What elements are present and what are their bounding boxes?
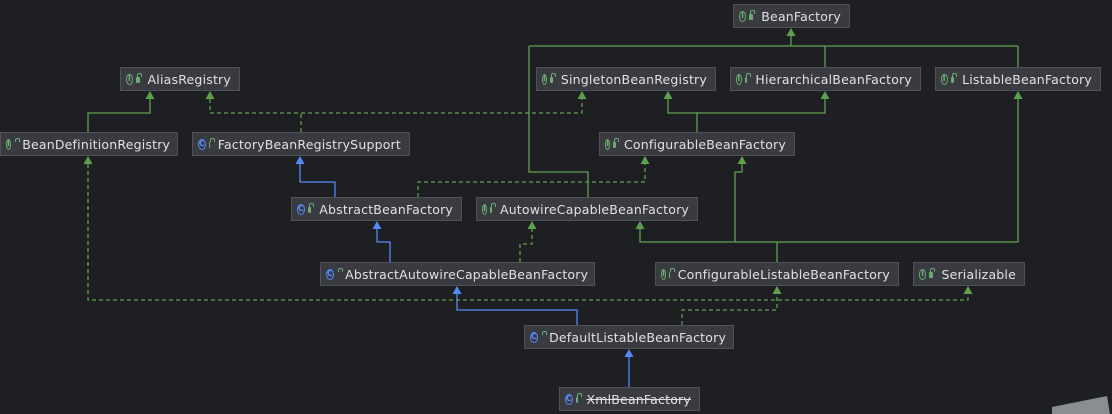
node-label: ListableBeanFactory: [962, 71, 1092, 87]
edge-abf-to-cbf: [417, 164, 646, 197]
arrowhead-singleton-bean-registry-dashed: [577, 91, 587, 99]
edge-dlbf-to-clbf: [681, 294, 778, 325]
arrowhead-default-listable: [624, 349, 634, 357]
arrowhead-listable-bean-factory: [1013, 91, 1023, 99]
node-label: ConfigurableListableBeanFactory: [677, 266, 890, 282]
node-label: BeanFactory: [761, 8, 841, 24]
interface-icon: I: [941, 73, 948, 85]
node-abstract-bean-factory[interactable]: C AbstractBeanFactory: [291, 197, 462, 221]
node-alias-registry[interactable]: I AliasRegistry: [120, 67, 240, 91]
lock-icon: [135, 73, 142, 83]
interface-icon: I: [126, 73, 133, 85]
class-icon: C: [565, 393, 574, 405]
arrowhead-bean-definition-registry: [83, 156, 93, 164]
node-label: HierarchicalBeanFactory: [755, 71, 912, 87]
abstract-class-icon: C: [326, 268, 335, 280]
arrowhead-alias-registry-solid: [145, 91, 155, 99]
arrowhead-hierarchical-bean-factory: [820, 91, 830, 99]
node-label: AbstractBeanFactory: [319, 201, 453, 217]
node-label: SingletonBeanRegistry: [560, 71, 707, 87]
edge-dlbf-to-bdr-and-serializable: [87, 164, 969, 301]
node-factory-bean-registry-support[interactable]: C FactoryBeanRegistrySupport: [192, 132, 410, 156]
interface-icon: I: [919, 268, 927, 280]
edge-autowire-to-bean-factory: [528, 46, 589, 197]
edge-dlbf-to-aacbf: [456, 294, 578, 325]
node-label: AutowireCapableBeanFactory: [499, 201, 689, 217]
edge-cbf-to-singleton-and-hierarchical: [667, 99, 826, 114]
node-hierarchical-bean-factory[interactable]: I HierarchicalBeanFactory: [730, 67, 921, 91]
node-label: AbstractAutowireCapableBeanFactory: [345, 266, 589, 282]
node-autowire-capable-bean-factory[interactable]: I AutowireCapableBeanFactory: [476, 197, 698, 221]
arrowhead-configurable-bean-factory-solid: [737, 156, 747, 164]
lock-icon: [209, 138, 213, 148]
lock-icon: [669, 268, 673, 278]
interface-icon: I: [739, 10, 747, 22]
edge-fbrs-to-alias-and-singleton: [209, 99, 583, 114]
arrowhead-autowire-solid: [635, 221, 645, 229]
arrowhead-autowire-dashed: [527, 221, 537, 229]
interface-icon: I: [605, 138, 611, 150]
lock-icon: [950, 73, 956, 83]
node-label: XmlBeanFactory: [586, 391, 691, 407]
edge-bean-definition-registry-to-alias: [87, 99, 151, 132]
lock-icon: [613, 138, 619, 148]
node-configurable-listable-bean-factory[interactable]: I ConfigurableListableBeanFactory: [655, 262, 899, 286]
node-label: DefaultListableBeanFactory: [549, 329, 727, 345]
node-label: FactoryBeanRegistrySupport: [217, 136, 401, 152]
node-listable-bean-factory[interactable]: I ListableBeanFactory: [935, 67, 1101, 91]
node-bean-definition-registry[interactable]: I BeanDefinitionRegistry: [0, 132, 178, 156]
edge-aacbf-to-abf: [376, 229, 391, 262]
arrowhead-abstract-autowire: [452, 286, 462, 294]
abstract-class-icon: C: [297, 203, 306, 215]
interface-icon: I: [736, 73, 742, 85]
node-label: Serializable: [941, 266, 1016, 282]
pointer-cursor-icon: [1052, 396, 1110, 414]
node-label: ConfigurableBeanFactory: [623, 136, 786, 152]
arrowhead-alias-registry-dashed: [205, 91, 215, 99]
edge-clbf-to-cbf: [734, 164, 743, 242]
lock-icon: [550, 73, 556, 83]
lock-icon: [576, 393, 584, 403]
edge-clbf-to-autowire-and-listable: [639, 99, 1019, 243]
abstract-class-icon: C: [198, 138, 207, 150]
arrowhead-configurable-listable: [772, 286, 782, 294]
arrowhead-bean-factory: [786, 28, 796, 36]
interface-icon: I: [542, 73, 548, 85]
interface-icon: I: [6, 138, 12, 150]
lock-icon: [744, 73, 751, 83]
node-bean-factory[interactable]: I BeanFactory: [733, 4, 850, 28]
node-xml-bean-factory[interactable]: C XmlBeanFactory: [559, 387, 700, 411]
node-serializable[interactable]: I Serializable: [913, 262, 1025, 286]
lock-icon: [929, 268, 936, 278]
lock-icon: [749, 10, 756, 20]
node-configurable-bean-factory[interactable]: I ConfigurableBeanFactory: [599, 132, 795, 156]
node-abstract-autowire-capable-bean-factory[interactable]: C AbstractAutowireCapableBeanFactory: [320, 262, 595, 286]
arrowhead-factory-bean-registry-support: [295, 156, 305, 164]
lock-icon: [308, 203, 315, 213]
edge-aacbf-to-acbf: [519, 229, 533, 262]
lock-icon: [490, 203, 496, 213]
arrowhead-configurable-bean-factory-dashed: [640, 156, 650, 164]
node-default-listable-bean-factory[interactable]: C DefaultListableBeanFactory: [524, 325, 734, 349]
edge-abf-to-fbrs: [299, 164, 336, 197]
node-singleton-bean-registry[interactable]: I SingletonBeanRegistry: [536, 67, 716, 91]
node-label: BeanDefinitionRegistry: [22, 136, 171, 152]
arrowhead-serializable: [963, 286, 973, 294]
interface-icon: I: [482, 203, 488, 215]
node-label: AliasRegistry: [147, 71, 231, 87]
arrowhead-abstract-bean-factory: [372, 221, 382, 229]
class-icon: C: [530, 331, 539, 343]
arrowhead-singleton-bean-registry-solid: [663, 91, 673, 99]
interface-icon: I: [661, 268, 667, 280]
